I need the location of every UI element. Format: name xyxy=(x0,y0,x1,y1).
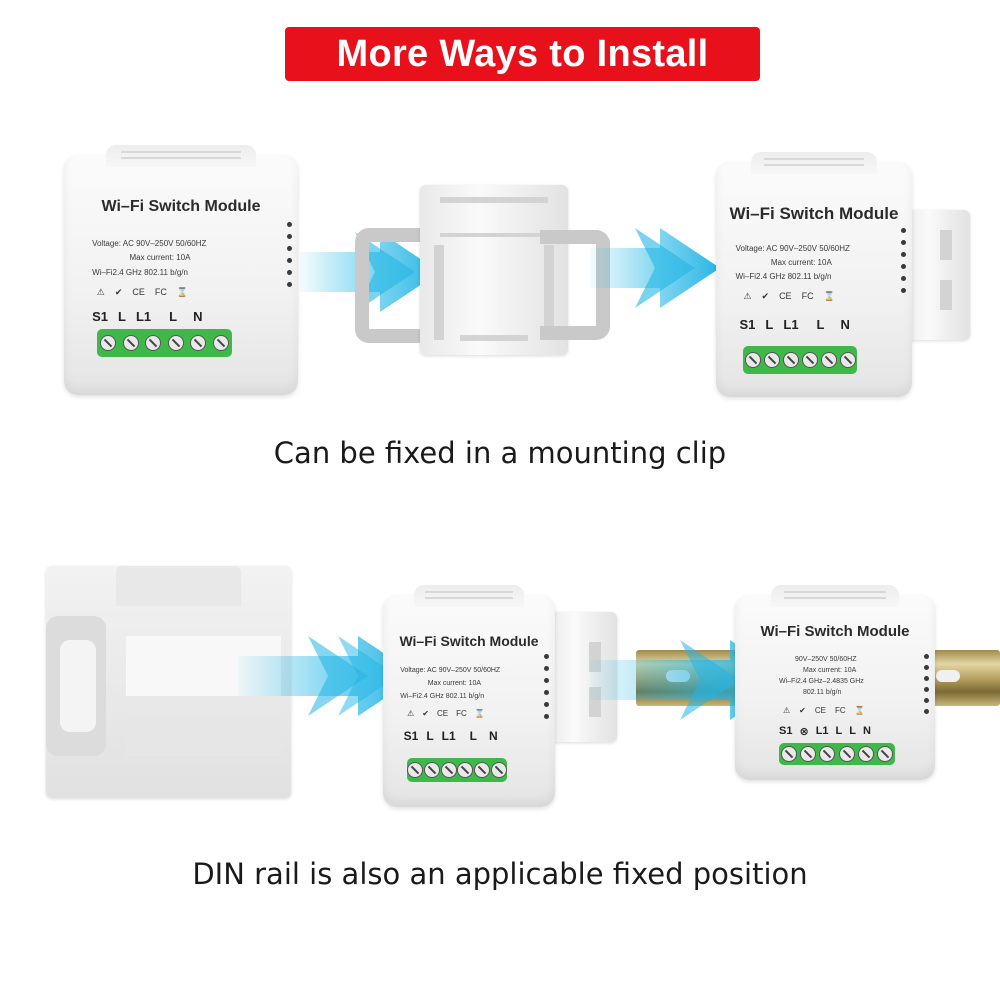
rohs-icon: ✔ xyxy=(761,291,770,302)
switch-module-3: Wi–Fi Switch Module Voltage: AC 90V–250V… xyxy=(383,585,555,807)
arrow-right-icon xyxy=(238,636,418,716)
module-voltage: 90V–250V 50/60HZ xyxy=(795,656,857,664)
certification-marks: ⚠ ✔ CE FC ⌛ xyxy=(407,709,485,718)
switch-module-1: Wi–Fi Switch Module Voltage: AC 90V–250V… xyxy=(64,145,298,395)
warning-icon: ⚠ xyxy=(783,706,791,715)
terminal-block xyxy=(743,345,858,374)
module-title: Wi–Fi Switch Module xyxy=(399,633,539,650)
terminal-label-s1: S1 xyxy=(92,308,108,324)
fcc-icon: FC xyxy=(154,287,167,297)
ce-icon: CE xyxy=(436,709,449,719)
terminal-block xyxy=(779,743,895,766)
certification-marks: ⚠ ✔ CE FC ⌛ xyxy=(783,706,865,715)
module-voltage: Voltage: AC 90V–250V 50/60HZ xyxy=(735,244,850,254)
fcc-icon: FC xyxy=(801,291,814,302)
vent-holes xyxy=(544,654,549,720)
warning-icon: ⚠ xyxy=(407,709,415,719)
module-wifi: Wi–Fi2.4 GHz–2.4835 GHz xyxy=(779,678,864,686)
terminal-label-n: N xyxy=(489,728,498,743)
certification-marks: ⚠ ✔ CE FC ⌛ xyxy=(743,291,834,302)
vent-holes xyxy=(924,654,929,715)
module-current: Max current: 10A xyxy=(129,253,191,263)
module-wifi: Wi–Fi2.4 GHz 802.11 b/g/n xyxy=(735,272,832,282)
terminal-labels: S1 ⊗ L1 L L N xyxy=(779,725,871,738)
terminal-label-l1: L1 xyxy=(783,317,799,333)
module-title: Wi–Fi Switch Module xyxy=(101,198,261,216)
terminal-label-l1: L1 xyxy=(441,728,456,743)
terminal-label-l-in: L xyxy=(426,728,434,743)
terminal-label-l: L xyxy=(835,724,843,737)
terminal-label-l1: L1 xyxy=(815,724,829,737)
ce-icon: CE xyxy=(814,706,826,715)
arrow-right-icon xyxy=(590,228,720,308)
terminal-labels: S1 L L1 L N xyxy=(404,729,498,743)
terminal-label-n: N xyxy=(193,308,203,324)
fcc-icon: FC xyxy=(835,706,846,715)
lamp-icon: ⊗ xyxy=(799,725,809,738)
terminal-block xyxy=(407,757,507,782)
rohs-icon: ✔ xyxy=(114,287,123,297)
terminal-label-l: L xyxy=(816,317,825,333)
vent-holes xyxy=(901,227,906,293)
terminal-block xyxy=(96,328,233,357)
terminal-label-l-in: L xyxy=(765,317,774,333)
weee-icon: ⌛ xyxy=(854,706,865,715)
module-voltage: Voltage: AC 90V–250V 50/60HZ xyxy=(92,239,207,248)
terminal-label-s1: S1 xyxy=(739,317,756,333)
warning-icon: ⚠ xyxy=(743,291,752,302)
terminal-label-l: L xyxy=(469,728,478,743)
switch-module-2: Wi–Fi Switch Module Voltage: AC 90V–250V… xyxy=(716,152,912,397)
terminal-labels: S1 L L1 L N xyxy=(740,317,850,332)
terminal-label-l-in: L xyxy=(117,308,126,324)
banner-title: More Ways to Install xyxy=(336,32,709,75)
terminal-label-l: L xyxy=(169,308,178,324)
module-current: Max current: 10A xyxy=(427,679,482,687)
certification-marks: ⚠ ✔ CE FC ⌛ xyxy=(97,287,188,298)
terminal-label-l1: L1 xyxy=(135,308,152,324)
fcc-icon: FC xyxy=(456,709,467,719)
module-protocol: 802.11 b/g/n xyxy=(803,689,842,697)
weee-icon: ⌛ xyxy=(474,709,485,719)
arrow-right-icon xyxy=(300,232,440,312)
weee-icon: ⌛ xyxy=(823,291,835,302)
module-voltage: Voltage: AC 90V–250V 50/60HZ xyxy=(400,667,501,675)
switch-module-din: Wi–Fi Switch Module 90V–250V 50/60HZ Max… xyxy=(735,585,935,780)
module-current: Max current: 10A xyxy=(803,667,857,675)
module-title: Wi–Fi Switch Module xyxy=(729,204,899,224)
title-banner: More Ways to Install xyxy=(285,27,760,81)
caption-din-rail: DIN rail is also an applicable fixed pos… xyxy=(192,857,808,891)
module-wifi: Wi–Fi2.4 GHz 802.11 b/g/n xyxy=(92,267,188,277)
module-wifi: Wi–Fi2.4 GHz 802.11 b/g/n xyxy=(400,692,485,700)
terminal-labels: S1 L L1 L N xyxy=(92,309,202,324)
terminal-label-s1: S1 xyxy=(403,728,419,743)
weee-icon: ⌛ xyxy=(176,287,189,297)
ce-icon: CE xyxy=(132,287,145,297)
warning-icon: ⚠ xyxy=(96,287,105,297)
module-current: Max current: 10A xyxy=(770,258,832,268)
terminal-label-l-2: L xyxy=(849,724,856,737)
ce-icon: CE xyxy=(779,291,792,302)
module-title: Wi–Fi Switch Module xyxy=(760,622,910,640)
terminal-label-n: N xyxy=(863,724,871,737)
vent-holes xyxy=(287,222,292,288)
terminal-label-n: N xyxy=(840,317,850,333)
terminal-label-s1: S1 xyxy=(779,724,793,737)
caption-mounting-clip: Can be fixed in a mounting clip xyxy=(273,436,727,470)
rohs-icon: ✔ xyxy=(422,709,429,719)
rohs-icon: ✔ xyxy=(799,706,806,715)
